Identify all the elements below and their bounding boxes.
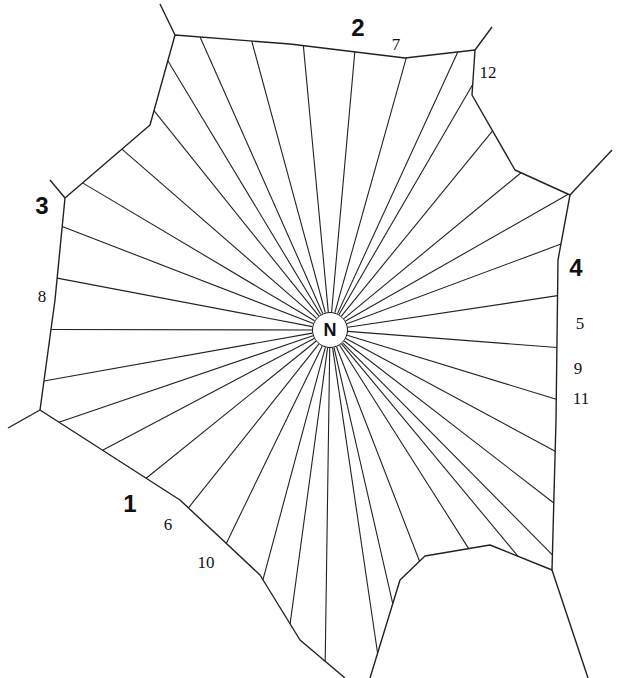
spoke-line [340, 345, 469, 548]
spoke-line [146, 341, 316, 478]
callout-number: 9 [574, 360, 583, 377]
callout-number: 5 [576, 315, 585, 332]
spoke-line [325, 348, 330, 661]
callout-number: 8 [38, 288, 47, 305]
callout-number: 12 [480, 64, 497, 81]
spoke-line [343, 343, 553, 555]
spoke-line [51, 329, 312, 331]
spoke-line [103, 338, 315, 450]
callout-number: 11 [573, 390, 589, 407]
callout-number: 6 [164, 516, 173, 533]
spoke-line [226, 346, 322, 543]
spoke-line [44, 333, 312, 381]
spoke-line [263, 347, 325, 579]
spoke-line [334, 348, 393, 604]
callout-number: 10 [198, 554, 215, 571]
spoke-line [346, 339, 555, 452]
spoke-line [188, 344, 318, 508]
node-label: N [324, 321, 337, 339]
spoke-line [344, 341, 554, 503]
spoke-line [83, 183, 315, 321]
nucleus-circle: N [312, 312, 348, 348]
spoke-group [44, 37, 568, 661]
callout-number: 1 [123, 492, 136, 516]
boundary-line [475, 27, 492, 50]
boundary-line [160, 4, 175, 35]
boundary-line [552, 570, 588, 678]
boundary-line [50, 180, 65, 198]
spoke-line [332, 52, 355, 312]
spoke-line [339, 84, 473, 314]
spoke-line [62, 227, 313, 324]
spoke-line [303, 46, 328, 312]
spoke-line [338, 52, 458, 314]
spoke-line [57, 278, 312, 327]
spoke-line [344, 173, 521, 319]
callout-number: 7 [392, 36, 401, 53]
spoke-line [290, 348, 327, 624]
callout-number: 2 [351, 16, 364, 40]
spoke-line [122, 149, 316, 318]
spoke-line [200, 37, 323, 314]
spoke-line [335, 58, 406, 313]
boundary-line [570, 150, 612, 195]
spoke-line [342, 344, 519, 556]
callout-number: 3 [35, 194, 48, 218]
spoke-line [347, 244, 561, 324]
spoke-line [341, 131, 492, 316]
boundary-line [8, 410, 40, 428]
spoke-line [59, 336, 313, 422]
spoke-line [154, 111, 319, 316]
spoke-line [348, 331, 557, 347]
cell-boundary [40, 35, 570, 678]
spoke-line [346, 194, 569, 321]
callout-number: 4 [569, 256, 582, 280]
